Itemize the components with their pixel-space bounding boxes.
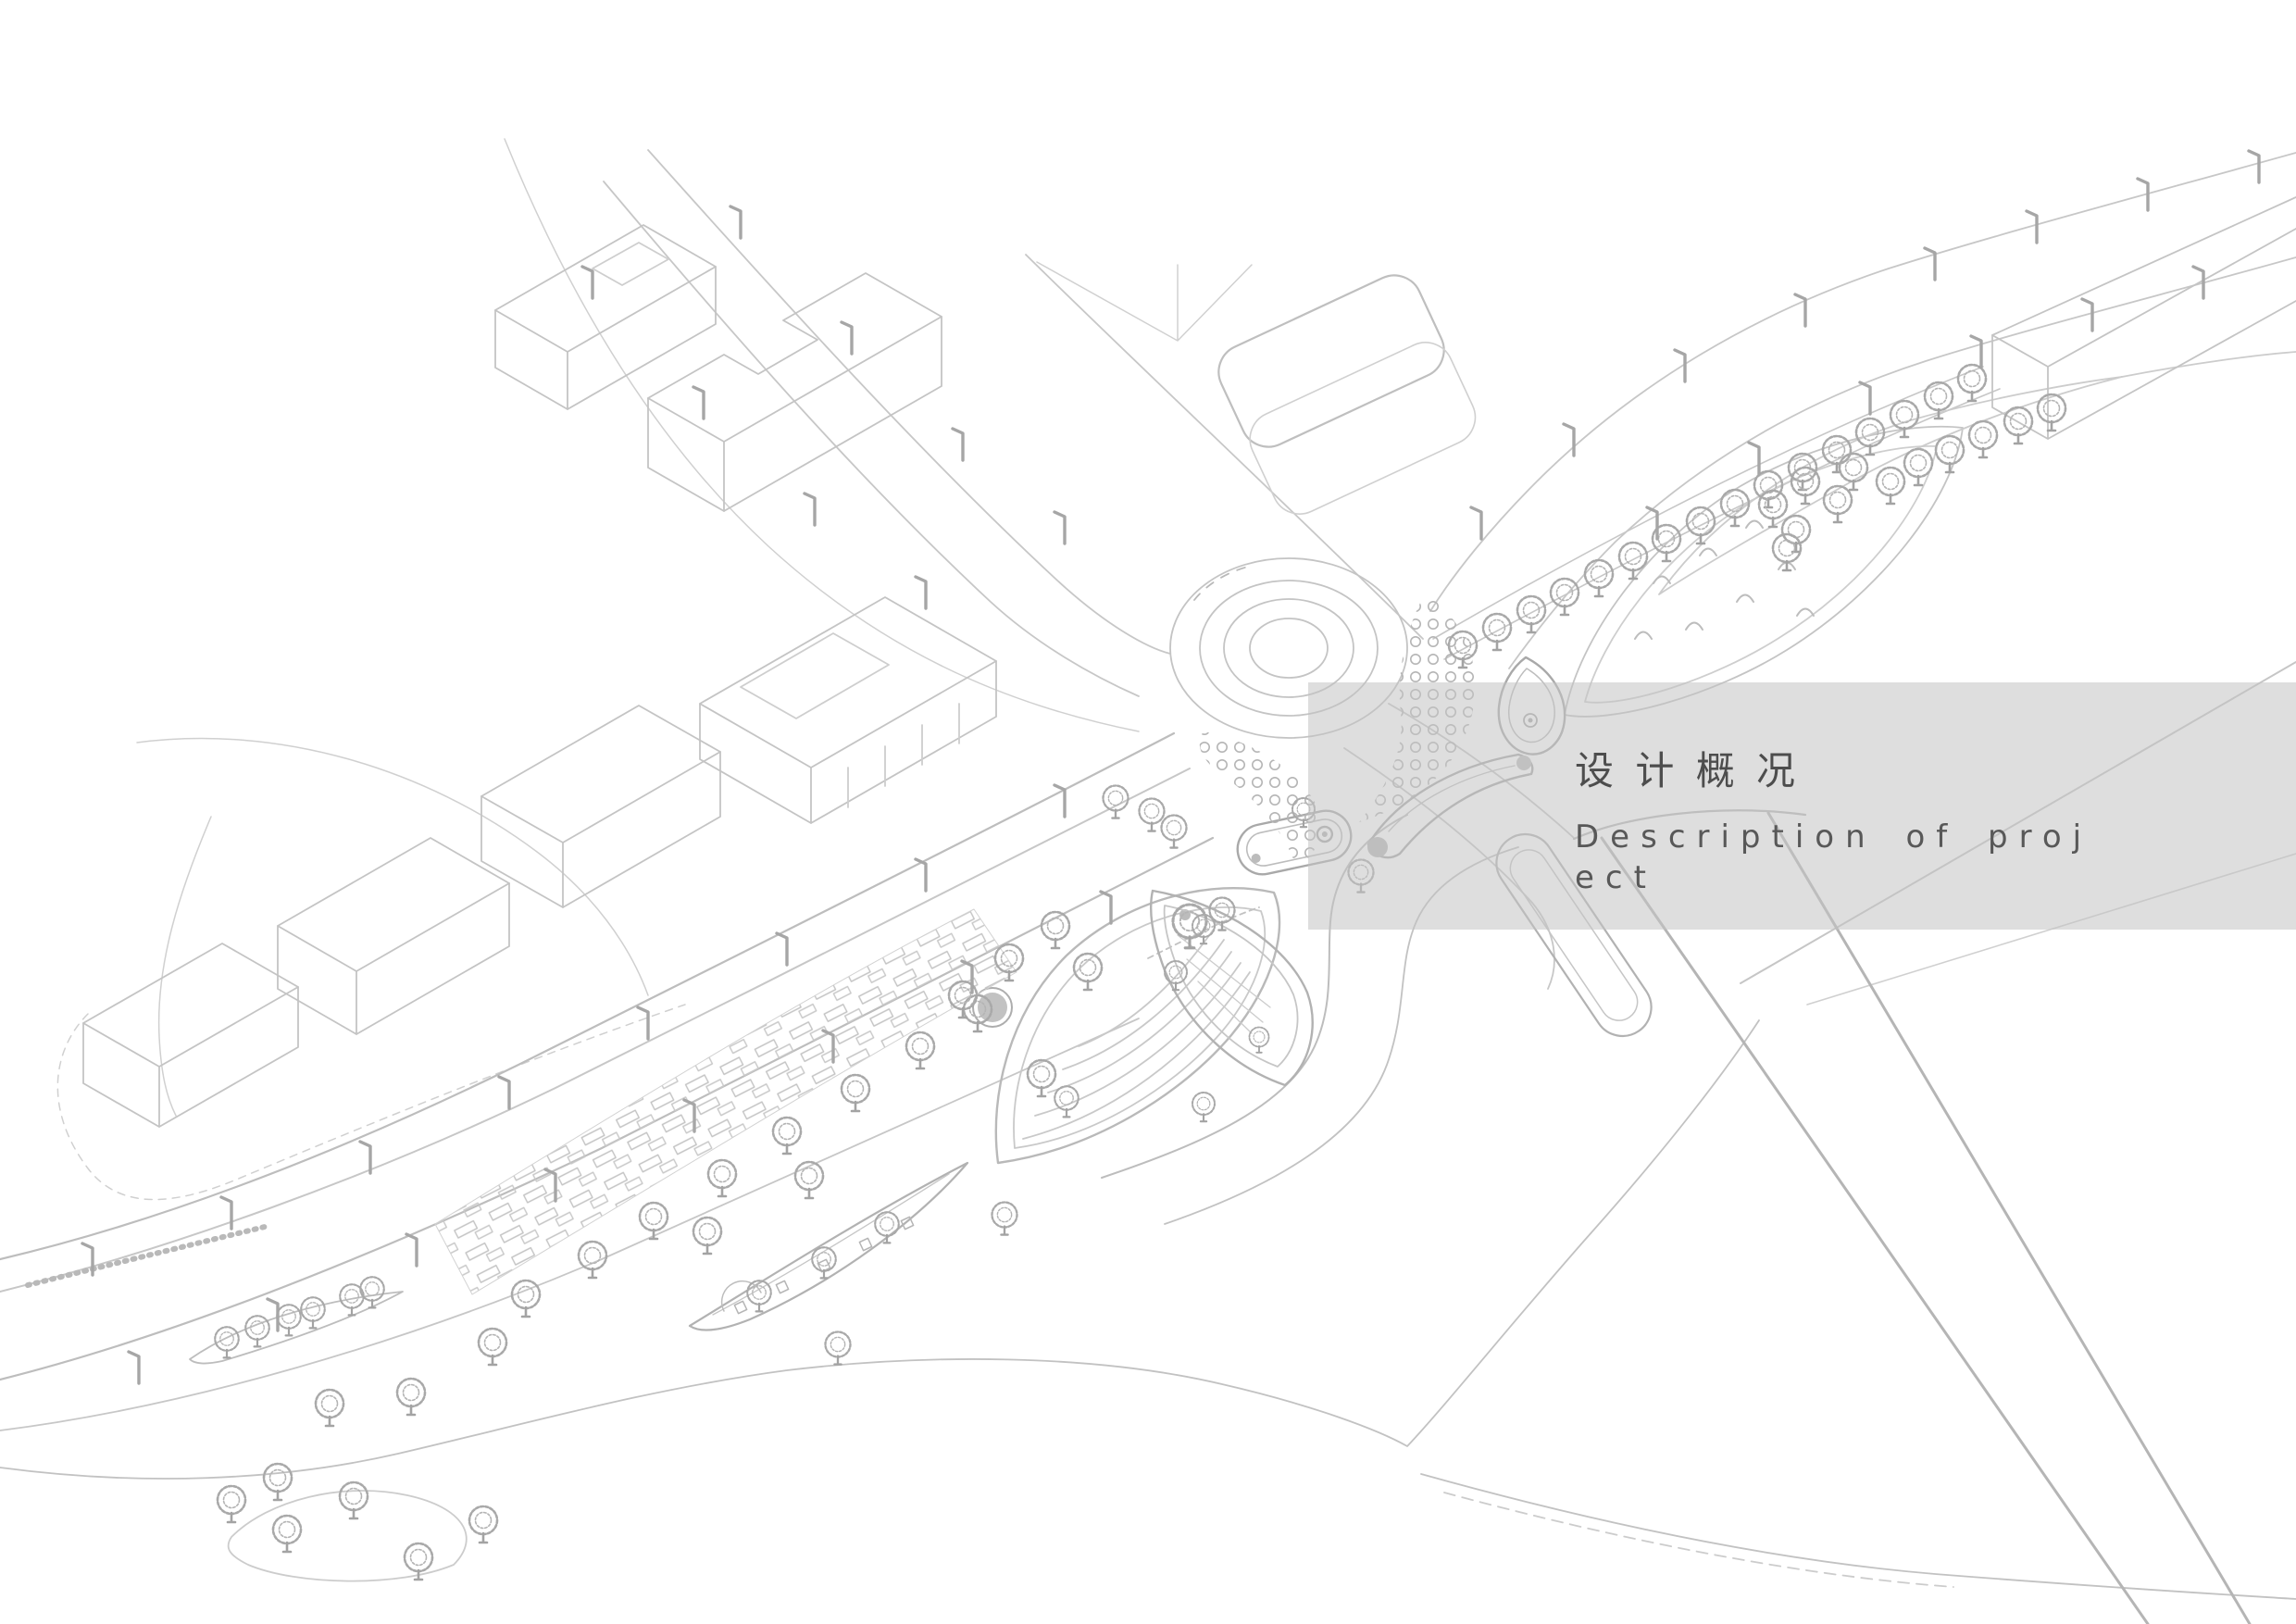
terraced-planting-band [434, 908, 1017, 1295]
bridge-edge-west [1600, 836, 2150, 1624]
page-title: 设 计 概 况 [1575, 748, 1801, 793]
buildings [82, 196, 2296, 1128]
page-subtitle-line1: Description of proj [1575, 818, 2093, 856]
page-subtitle-line2: ect [1575, 858, 1657, 896]
section-title-banner: 设 计 概 况 Description of proj ect [1308, 682, 2296, 930]
south-bank [1420, 1473, 2296, 1600]
bridge-edge-east [1766, 811, 2252, 1624]
page-subtitle: Description of proj ect [1575, 818, 2296, 898]
park-parcels [189, 351, 2296, 1582]
context-lines [56, 138, 1253, 1201]
roundabout [1169, 557, 1408, 739]
south-bank-dashed [1443, 1492, 1954, 1588]
grass-arc-marks [1634, 519, 1815, 640]
avenue-median [1432, 366, 2001, 660]
trees [214, 363, 2067, 1581]
shoreline [0, 1019, 1760, 1480]
